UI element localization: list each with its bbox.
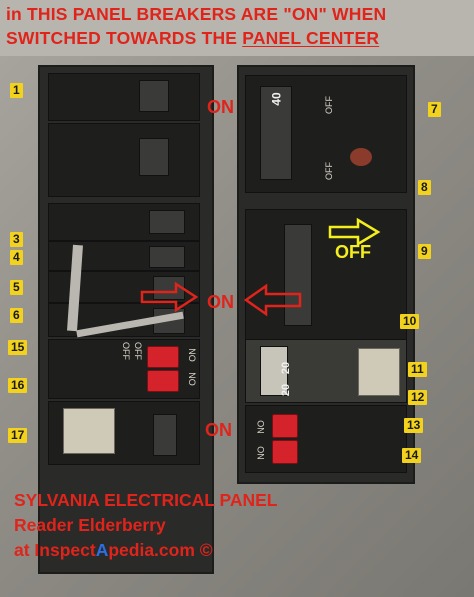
breaker-15: OFF OFF NO NO xyxy=(48,339,200,399)
off-label: OFF xyxy=(335,242,371,262)
damage-mark xyxy=(350,148,372,166)
red-handle xyxy=(272,414,298,438)
red-handle xyxy=(147,370,179,392)
tag-1: 1 xyxy=(10,83,23,98)
breaker-7: 40 OFF OFF xyxy=(245,75,407,193)
tag-12: 12 xyxy=(408,390,428,405)
breaker-handle xyxy=(149,210,185,234)
tag-4: 4 xyxy=(10,250,23,265)
breaker-handle xyxy=(139,80,169,112)
header-line-2-underlined: PANEL CENTER xyxy=(242,28,380,48)
breaker-handle xyxy=(284,224,312,326)
breaker-3 xyxy=(48,203,200,241)
tag-6: 6 xyxy=(10,308,23,323)
tag-11: 11 xyxy=(408,362,427,377)
breaker-handle xyxy=(260,346,288,396)
tag-13: 13 xyxy=(404,418,424,433)
tag-7: 7 xyxy=(428,102,441,117)
breaker-handle xyxy=(149,246,185,268)
breaker-1 xyxy=(48,73,200,121)
tag-5: 5 xyxy=(10,280,23,295)
breaker-sticker xyxy=(63,408,115,454)
on-label: ON xyxy=(207,292,234,312)
breaker-handle xyxy=(260,86,292,180)
breaker-handle xyxy=(139,138,169,176)
red-handle xyxy=(147,346,179,368)
breaker-13-14: NO NO xyxy=(245,405,407,473)
breaker-handle xyxy=(153,276,185,300)
breaker-17 xyxy=(48,401,200,465)
header-background xyxy=(0,0,474,56)
tag-10: 10 xyxy=(400,314,420,329)
left-breaker-column: OFF OFF NO NO xyxy=(38,65,214,574)
on-label: ON xyxy=(205,420,232,440)
tag-16: 16 xyxy=(8,378,28,393)
header-line-1: in THIS PANEL BREAKERS ARE "ON" WHEN xyxy=(6,4,387,24)
tag-3: 3 xyxy=(10,232,23,247)
right-breaker-column: 40 OFF OFF 20 20 NO NO xyxy=(237,65,415,484)
caption-line-3-a: at Inspect xyxy=(14,540,96,560)
header-line-2-prefix: SWITCHED TOWARDS THE xyxy=(6,28,243,48)
breaker-9-10 xyxy=(245,209,407,343)
caption-line-2: Reader Elderberry xyxy=(14,515,166,535)
on-label: ON xyxy=(207,97,234,117)
caption-line-3: at InspectApedia.com © xyxy=(14,540,213,561)
arrow-right-icon xyxy=(140,281,199,313)
tag-15: 15 xyxy=(8,340,28,355)
tag-9: 9 xyxy=(418,244,431,259)
tag-17: 17 xyxy=(8,428,28,443)
caption-line-1: SYLVANIA ELECTRICAL PANEL xyxy=(14,490,278,510)
breaker-2 xyxy=(48,123,200,197)
tag-14: 14 xyxy=(402,448,422,463)
arrow-right-icon xyxy=(328,217,381,247)
header-line-2: SWITCHED TOWARDS THE PANEL CENTER xyxy=(6,28,379,49)
red-handle xyxy=(272,440,298,464)
tag-8: 8 xyxy=(418,180,431,195)
breaker-sticker xyxy=(358,348,400,396)
breaker-11-12: 20 20 xyxy=(245,339,407,403)
caption-line-3-b: A xyxy=(95,540,109,560)
arrow-left-icon xyxy=(243,283,302,317)
breaker-handle xyxy=(153,414,177,456)
caption-line-3-c: pedia.com © xyxy=(108,540,213,560)
